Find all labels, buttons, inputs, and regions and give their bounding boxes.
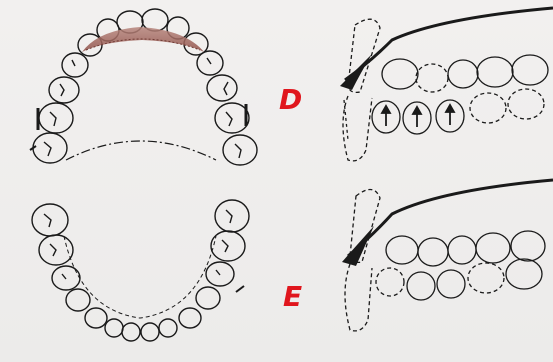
panel-label-d: D (279, 86, 302, 114)
gingiva-icon (82, 27, 204, 52)
dental-profile-with-arrows-icon (343, 8, 553, 161)
lower-dental-arch-icon (32, 200, 249, 341)
arrows-icon (382, 105, 454, 127)
panel-label-e: E (283, 283, 302, 311)
dental-profile-icon (345, 180, 553, 331)
